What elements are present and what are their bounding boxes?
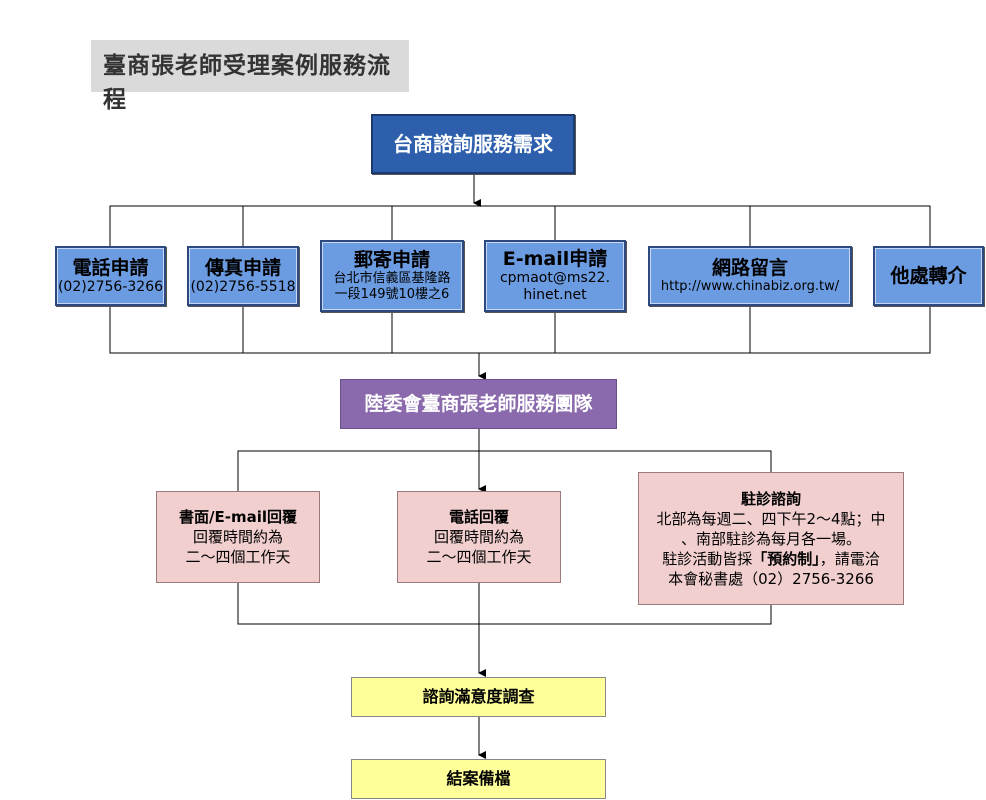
satisfaction-survey-node: 諮詢滿意度調查 <box>351 677 606 717</box>
onsite-line4: 本會秘書處（02）2756-3266 <box>668 569 874 588</box>
channel-web-message: 網路留言 http://www.chinabiz.org.tw/ <box>648 246 852 306</box>
service-request-node: 台商諮詢服務需求 <box>371 114 575 174</box>
channel-web-url: http://www.chinabiz.org.tw/ <box>660 279 840 294</box>
reply-written-email: 書面/E-mail回覆 回覆時間約為 二～四個工作天 <box>156 491 320 583</box>
onsite-appointment-note: 「預約制」 <box>752 549 820 568</box>
channel-web-label: 網路留言 <box>711 257 788 279</box>
reply-written-line2: 二～四個工作天 <box>185 548 291 566</box>
reply-written-label: 書面/E-mail回覆 <box>179 508 297 526</box>
channel-email-address-line1: cpmaot@ms22. <box>499 270 611 286</box>
onsite-line3-prefix: 駐診活動皆採 <box>662 549 753 568</box>
channel-mail-address-line1: 台北市信義區基隆路 <box>333 271 451 286</box>
reply-phone: 電話回覆 回覆時間約為 二～四個工作天 <box>397 491 561 583</box>
channel-mail: 郵寄申請 台北市信義區基隆路 一段149號10樓之6 <box>320 240 464 312</box>
onsite-consultation: 駐診諮詢 北部為每週二、四下午2～4點；中 、南部駐診為每月各一場。 駐診活動皆… <box>638 472 904 605</box>
onsite-line1: 北部為每週二、四下午2～4點；中 <box>656 509 886 528</box>
satisfaction-survey-label: 諮詢滿意度調查 <box>422 687 535 706</box>
service-team-node: 陸委會臺商張老師服務團隊 <box>340 379 617 429</box>
channel-phone: 電話申請 (02)2756-3266 <box>55 246 166 306</box>
channel-referral: 他處轉介 <box>873 246 984 306</box>
channel-email: E-mail申請 cpmaot@ms22. hinet.net <box>484 240 626 312</box>
channel-mail-address-line2: 一段149號10樓之6 <box>334 287 450 302</box>
reply-phone-line1: 回覆時間約為 <box>433 528 524 546</box>
channel-phone-number: (02)2756-3266 <box>57 278 164 295</box>
case-archive-label: 結案備檔 <box>446 769 511 788</box>
channel-email-label: E-mail申請 <box>502 248 608 270</box>
onsite-line3: 駐診活動皆採「預約制」，請電洽 <box>662 549 880 569</box>
channel-email-address-line2: hinet.net <box>523 287 587 303</box>
reply-phone-line2: 二～四個工作天 <box>426 548 532 566</box>
channel-fax-label: 傳真申請 <box>204 256 281 279</box>
channel-fax-number: (02)2756-5518 <box>190 278 296 295</box>
reply-written-line1: 回覆時間約為 <box>192 528 283 546</box>
reply-phone-label: 電話回覆 <box>448 508 509 526</box>
case-archive-node: 結案備檔 <box>351 759 606 799</box>
channel-phone-label: 電話申請 <box>72 256 149 279</box>
service-request-label: 台商諮詢服務需求 <box>393 132 553 156</box>
channel-referral-label: 他處轉介 <box>890 265 967 287</box>
page-title: 臺商張老師受理案例服務流程 <box>91 40 409 113</box>
onsite-line2: 、南部駐診為每月各一場。 <box>680 529 861 548</box>
channel-mail-label: 郵寄申請 <box>353 249 430 271</box>
service-team-label: 陸委會臺商張老師服務團隊 <box>364 393 593 415</box>
onsite-label: 駐診諮詢 <box>740 489 801 508</box>
channel-fax: 傳真申請 (02)2756-5518 <box>187 246 299 306</box>
onsite-line3-suffix: ，請電洽 <box>819 549 880 568</box>
